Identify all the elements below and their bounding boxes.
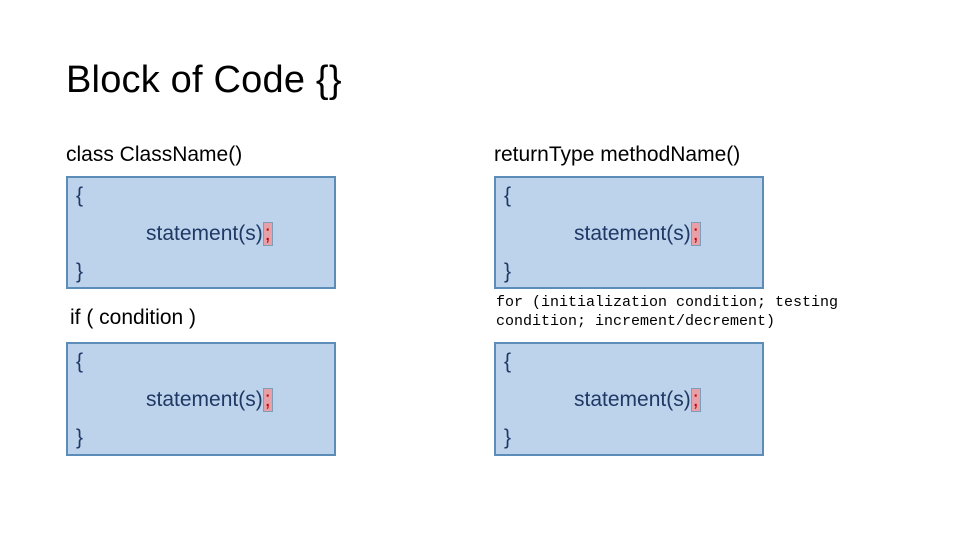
- code-block-class-body: { statement(s); }: [66, 176, 336, 289]
- semicolon-highlight: ;: [690, 222, 701, 246]
- semicolon-highlight: ;: [262, 388, 273, 412]
- brace-close: }: [76, 426, 84, 449]
- brace-close: }: [76, 260, 84, 283]
- brace-close: }: [504, 426, 512, 449]
- heading-method-declaration: returnType methodName(): [494, 143, 741, 166]
- heading-class-declaration: class ClassName(): [66, 143, 243, 166]
- statement-text: statement(s): [574, 222, 691, 245]
- semicolon-highlight: ;: [262, 222, 273, 246]
- brace-close: }: [504, 260, 512, 283]
- statement-text: statement(s): [146, 222, 263, 245]
- statement-text: statement(s): [574, 388, 691, 411]
- statement-line: statement(s);: [146, 388, 273, 412]
- brace-open: {: [76, 350, 84, 373]
- statement-line: statement(s);: [574, 222, 701, 246]
- semicolon-highlight: ;: [690, 388, 701, 412]
- statement-line: statement(s);: [146, 222, 273, 246]
- brace-open: {: [504, 350, 512, 373]
- brace-open: {: [76, 184, 84, 207]
- page-title: Block of Code {}: [66, 59, 342, 101]
- code-block-if-body: { statement(s); }: [66, 342, 336, 456]
- heading-if-statement: if ( condition ): [70, 306, 197, 329]
- brace-open: {: [504, 184, 512, 207]
- heading-for-loop: for (initialization condition; testing c…: [496, 294, 839, 330]
- statement-text: statement(s): [146, 388, 263, 411]
- code-block-for-body: { statement(s); }: [494, 342, 764, 456]
- code-block-method-body: { statement(s); }: [494, 176, 764, 289]
- statement-line: statement(s);: [574, 388, 701, 412]
